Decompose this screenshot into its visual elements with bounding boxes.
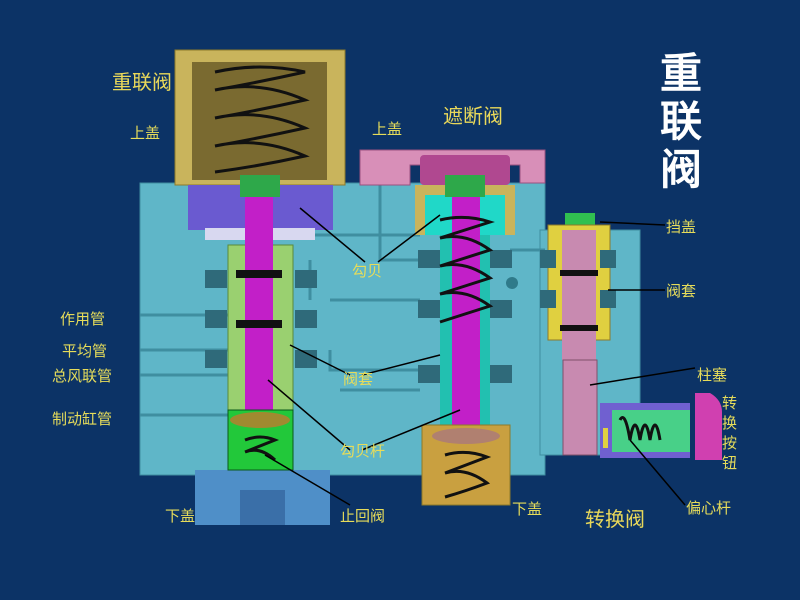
label-action-pipe: 作用管 [60, 310, 106, 328]
label-sleeve-right: 阀套 [666, 282, 697, 300]
cap-cavity [192, 62, 327, 180]
spring-right-icon [618, 416, 662, 441]
label-check-valve: 止回阀 [340, 507, 386, 525]
label-cutoff-valve: 遮断阀 [443, 104, 503, 128]
label-piston-rod: 勾贝杆 [340, 442, 386, 460]
label-switch-button: 转换按钮 [722, 394, 738, 472]
label-eccentric-rod: 偏心杆 [686, 499, 732, 517]
piston-rod-left [245, 180, 273, 420]
diagram-title: 重联阀 [659, 49, 702, 194]
label-switch-valve: 转换阀 [585, 507, 645, 531]
nut-mid [445, 175, 485, 197]
label-upper-cover-mid: 上盖 [372, 120, 403, 138]
label-sleeve-mid: 阀套 [343, 370, 374, 388]
label-upper-cover-left: 上盖 [130, 124, 161, 142]
label-stop-cover: 挡盖 [666, 218, 697, 236]
label-lower-cover-mid: 下盖 [512, 500, 543, 518]
label-lower-cover-left: 下盖 [165, 507, 196, 525]
label-plunger: 柱塞 [697, 366, 728, 384]
label-equalizing-pipe: 平均管 [62, 342, 108, 360]
spring-left-icon [214, 65, 310, 174]
plunger-shape [562, 359, 598, 456]
label-coupling-valve: 重联阀 [112, 70, 172, 94]
switch-button-shape [695, 393, 722, 460]
stop-cover-shape [565, 213, 595, 225]
leader-lines [264, 207, 696, 506]
spring-mid-icon [439, 215, 495, 324]
nut-left [240, 175, 280, 197]
label-main-reservoir-pipe: 总风联管 [52, 367, 113, 385]
label-piston: 勾贝 [352, 262, 383, 280]
label-brake-cylinder-pipe: 制动缸管 [52, 410, 113, 428]
check-valve-port [240, 490, 285, 525]
